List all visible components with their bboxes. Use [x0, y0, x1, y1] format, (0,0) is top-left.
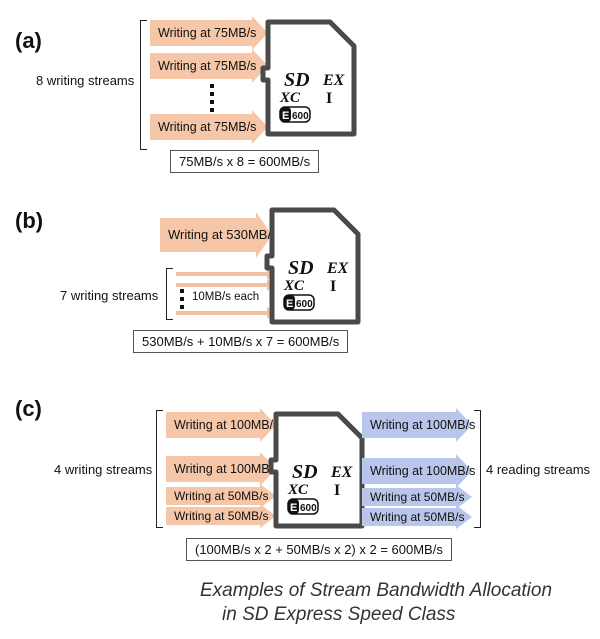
panel-c-read-arrow-3-label: Writing at 50MB/s	[370, 490, 465, 504]
panel-a-arrow-2-label: Writing at 75MB/s	[158, 59, 257, 73]
panel-a-arrow-2: Writing at 75MB/s	[150, 49, 268, 83]
panel-c-write-arrow-3-label: Writing at 50MB/s	[174, 489, 269, 503]
panel-a-arrow-3-label: Writing at 75MB/s	[158, 120, 257, 134]
panel-c-write-arrow-2: Writing at 100MB/s	[166, 452, 280, 486]
xc-logo-text: XC	[287, 482, 309, 498]
ex-logo-text: EX	[326, 260, 349, 277]
xc-logo-text: XC	[279, 90, 301, 106]
express-600-text: 600	[292, 111, 309, 122]
panel-a-sd-card: SD XC EX I E 600	[260, 18, 360, 145]
panel-b-ellipsis	[180, 289, 184, 313]
xc-logo-text: XC	[283, 278, 305, 294]
express-e-text: E	[282, 110, 289, 122]
panel-c-write-bracket	[156, 410, 163, 528]
panel-b-sd-card: SD XC EX I E 600	[264, 206, 364, 333]
panel-a-streams-label: 8 writing streams	[36, 73, 135, 88]
panel-b-formula: 530MB/s + 10MB/s x 7 = 600MB/s	[133, 330, 349, 353]
panel-b-big-arrow-label: Writing at 530MB/s	[168, 227, 278, 242]
caption-line-1: Examples of Stream Bandwidth Allocation	[200, 580, 553, 601]
uhs-roman-text: I	[326, 90, 332, 107]
panel-c-write-arrow-1: Writing at 100MB/s	[166, 408, 280, 442]
express-600-text: 600	[296, 299, 313, 310]
panel-c-read-arrow-4: Writing at 50MB/s	[362, 505, 472, 529]
panel-b-bracket	[166, 268, 173, 320]
uhs-roman-text: I	[330, 278, 336, 295]
panel-b-big-arrow: Writing at 530MB/s	[160, 212, 278, 258]
express-600-text: 600	[300, 503, 317, 514]
panel-a-bracket	[140, 20, 147, 150]
sd-logo-text: SD	[284, 69, 310, 91]
panel-c-read-arrow-2: Writing at 100MB/s	[362, 454, 476, 488]
panel-b-thin-arrow-2	[176, 279, 276, 291]
panel-c-read-bracket	[474, 410, 481, 528]
sd-logo-text: SD	[288, 257, 314, 279]
uhs-roman-text: I	[334, 482, 340, 499]
ex-logo-text: EX	[330, 464, 353, 481]
panel-c-read-arrow-4-label: Writing at 50MB/s	[370, 510, 465, 524]
panel-a-arrow-1: Writing at 75MB/s	[150, 16, 268, 50]
panel-c-write-arrow-3: Writing at 50MB/s	[166, 484, 276, 508]
panel-c-formula: (100MB/s x 2 + 50MB/s x 2) x 2 = 600MB/s	[186, 538, 452, 561]
panel-c-sd-card: SD XC EX I E 600	[268, 410, 368, 537]
panel-b-thin-arrow-3	[176, 307, 276, 319]
panel-b-label: (b)	[15, 208, 44, 233]
panel-a-label: (a)	[15, 28, 42, 53]
sd-logo-text: SD	[292, 461, 318, 483]
express-e-text: E	[290, 502, 297, 514]
caption-line-2: in SD Express Speed Class	[222, 604, 456, 625]
panel-b-each-label: 10MB/s each	[192, 291, 260, 303]
panel-c-read-arrow-1: Writing at 100MB/s	[362, 408, 476, 442]
panel-a-ellipsis	[210, 84, 214, 116]
panel-c-write-arrow-4: Writing at 50MB/s	[166, 504, 276, 528]
panel-c-write-arrow-2-label: Writing at 100MB/s	[174, 462, 280, 476]
panel-c-read-arrow-3: Writing at 50MB/s	[362, 485, 472, 509]
panel-c-read-arrow-2-label: Writing at 100MB/s	[370, 464, 476, 478]
panel-a-arrow-1-label: Writing at 75MB/s	[158, 26, 257, 40]
panel-a-formula: 75MB/s x 8 = 600MB/s	[170, 150, 320, 173]
panel-b-streams-label: 7 writing streams	[60, 288, 159, 303]
panel-c-write-arrow-1-label: Writing at 100MB/s	[174, 418, 280, 432]
panel-c-label: (c)	[15, 396, 42, 421]
panel-c-write-label: 4 writing streams	[54, 462, 153, 477]
panel-c-read-arrow-1-label: Writing at 100MB/s	[370, 418, 476, 432]
panel-c-read-label: 4 reading streams	[486, 462, 591, 477]
panel-b-thin-arrow-1	[176, 268, 276, 280]
ex-logo-text: EX	[322, 72, 345, 89]
panel-c-write-arrow-4-label: Writing at 50MB/s	[174, 509, 269, 523]
panel-a-arrow-3: Writing at 75MB/s	[150, 110, 268, 144]
express-e-text: E	[286, 298, 293, 310]
